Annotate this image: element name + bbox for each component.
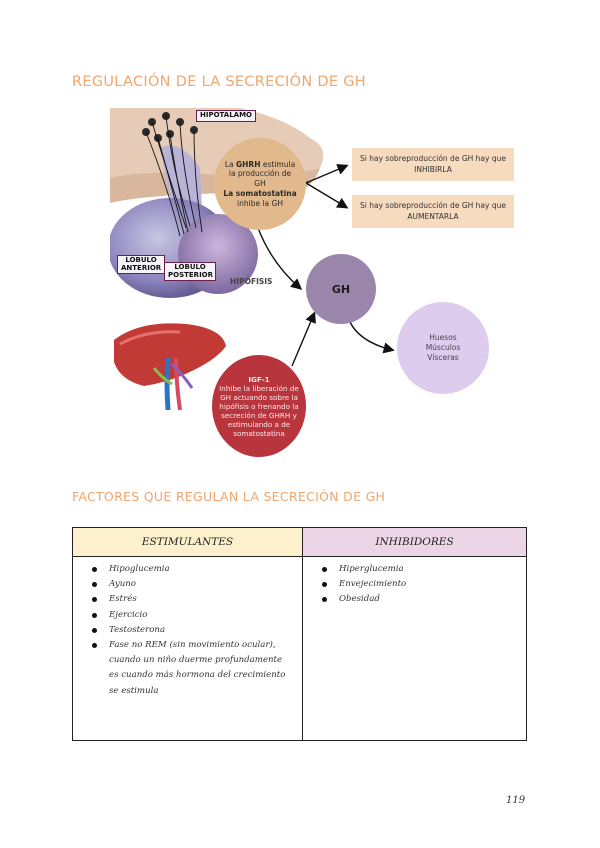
target-huesos: Huesos (429, 332, 457, 342)
arrow-igf-to-gh (291, 311, 316, 367)
list-item: Ayuno (92, 577, 294, 592)
hypophysis-label: HIPÓFISIS (230, 277, 273, 286)
list-item: Ejercicio (92, 608, 294, 623)
target-musculos: Músculos (425, 342, 461, 352)
list-item: Obesidad (322, 592, 518, 607)
page-title: REGULACIÓN DE LA SECRECIÓN DE GH (72, 74, 366, 90)
gh-circle: GH (306, 254, 376, 324)
ghrh-bold: GHRH (236, 159, 261, 169)
target-visceras: Vísceras (427, 353, 459, 363)
list-item: Hipoglucemia (92, 562, 294, 577)
igf-text: Inhibe la liberación de GH actuando sobr… (219, 383, 299, 438)
header-inhibidores: INHIBIDORES (302, 527, 527, 557)
hypothalamus-label: HIPOTÁLAMO (196, 110, 256, 122)
estimulantes-cell: Hipoglucemia Ayuno Estrés Ejercicio Test… (72, 556, 303, 741)
liver-illustration (114, 323, 226, 410)
header-estimulantes: ESTIMULANTES (72, 527, 303, 557)
list-item: Hiperglucemia (322, 562, 518, 577)
inhibidores-cell: Hiperglucemia Envejecimiento Obesidad (302, 556, 527, 741)
gh-label: GH (331, 282, 351, 296)
somatostatina-bold: La somatostatina (223, 188, 297, 198)
page-number: 119 (506, 795, 526, 806)
anterior-lobe-label: LÓBULO ANTERIOR (117, 255, 165, 275)
factors-table: ESTIMULANTES INHIBIDORES Hipoglucemia Ay… (72, 527, 527, 741)
list-item: Fase no REM (sin movimiento ocular), cua… (92, 638, 294, 699)
list-item: Estrés (92, 592, 294, 607)
posterior-lobe-label: LÓBULO POSTERIOR (164, 262, 216, 282)
igf-circle: IGF-1 Inhibe la liberación de GH actuand… (212, 355, 306, 457)
arrow-gh-to-targets (349, 321, 395, 354)
list-item: Testosterona (92, 623, 294, 638)
section-title-factors: FACTORES QUE REGULAN LA SECRECIÓN DE GH (72, 489, 386, 504)
ghrh-circle: La GHRH estimula la producción de GH La … (214, 138, 306, 230)
list-item: Envejecimiento (322, 577, 518, 592)
targets-circle: Huesos Músculos Vísceras (397, 302, 489, 394)
igf-title: IGF-1 (248, 374, 270, 384)
